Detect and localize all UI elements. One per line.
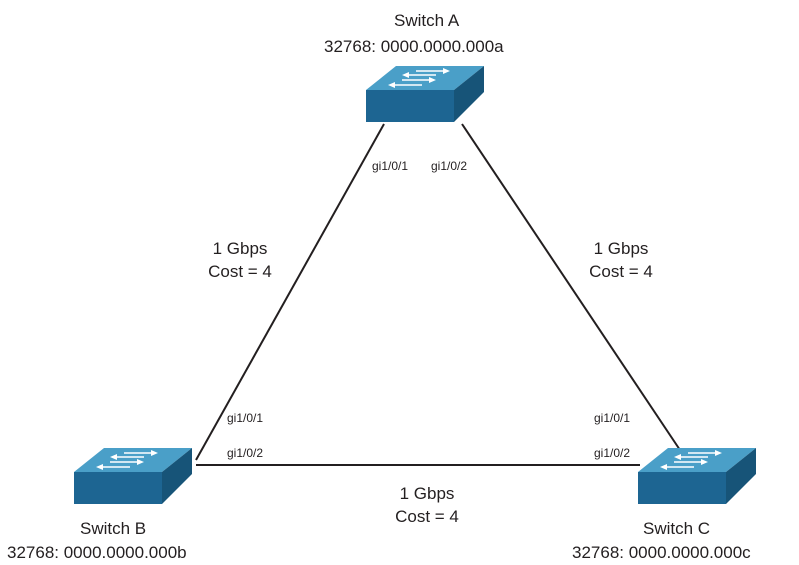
port-b-to-c: gi1/0/2 [227,446,264,460]
link-b-c-label: 1 Gbps Cost = 4 [382,482,472,528]
link-a-b-speed: 1 Gbps [212,239,268,258]
switch-a-icon [365,65,485,123]
switch-c-id: 32768: 0000.0000.000c [572,543,751,562]
switch-a-name: Switch A [394,11,460,30]
port-b-to-a: gi1/0/1 [227,411,264,425]
port-a-to-c: gi1/0/2 [431,159,468,173]
port-a-to-b: gi1/0/1 [372,159,409,173]
switch-b-icon [73,447,193,505]
link-b-c-cost: Cost = 4 [395,507,459,526]
switch-c-name: Switch C [643,519,711,538]
link-a-b-cost: Cost = 4 [208,262,272,281]
switch-b-id: 32768: 0000.0000.000b [7,543,187,562]
switch-c-icon [637,447,757,505]
switch-b-name: Switch B [80,519,147,538]
link-a-b [195,123,385,461]
port-c-to-a: gi1/0/1 [594,411,631,425]
link-a-c-cost: Cost = 4 [589,262,653,281]
link-a-c-label: 1 Gbps Cost = 4 [576,237,666,283]
switch-a-id: 32768: 0000.0000.000a [324,37,504,56]
port-c-to-b: gi1/0/2 [594,446,631,460]
link-a-c-speed: 1 Gbps [593,239,649,258]
link-a-b-label: 1 Gbps Cost = 4 [195,237,285,283]
link-b-c-speed: 1 Gbps [399,484,455,503]
link-a-c [461,123,685,457]
